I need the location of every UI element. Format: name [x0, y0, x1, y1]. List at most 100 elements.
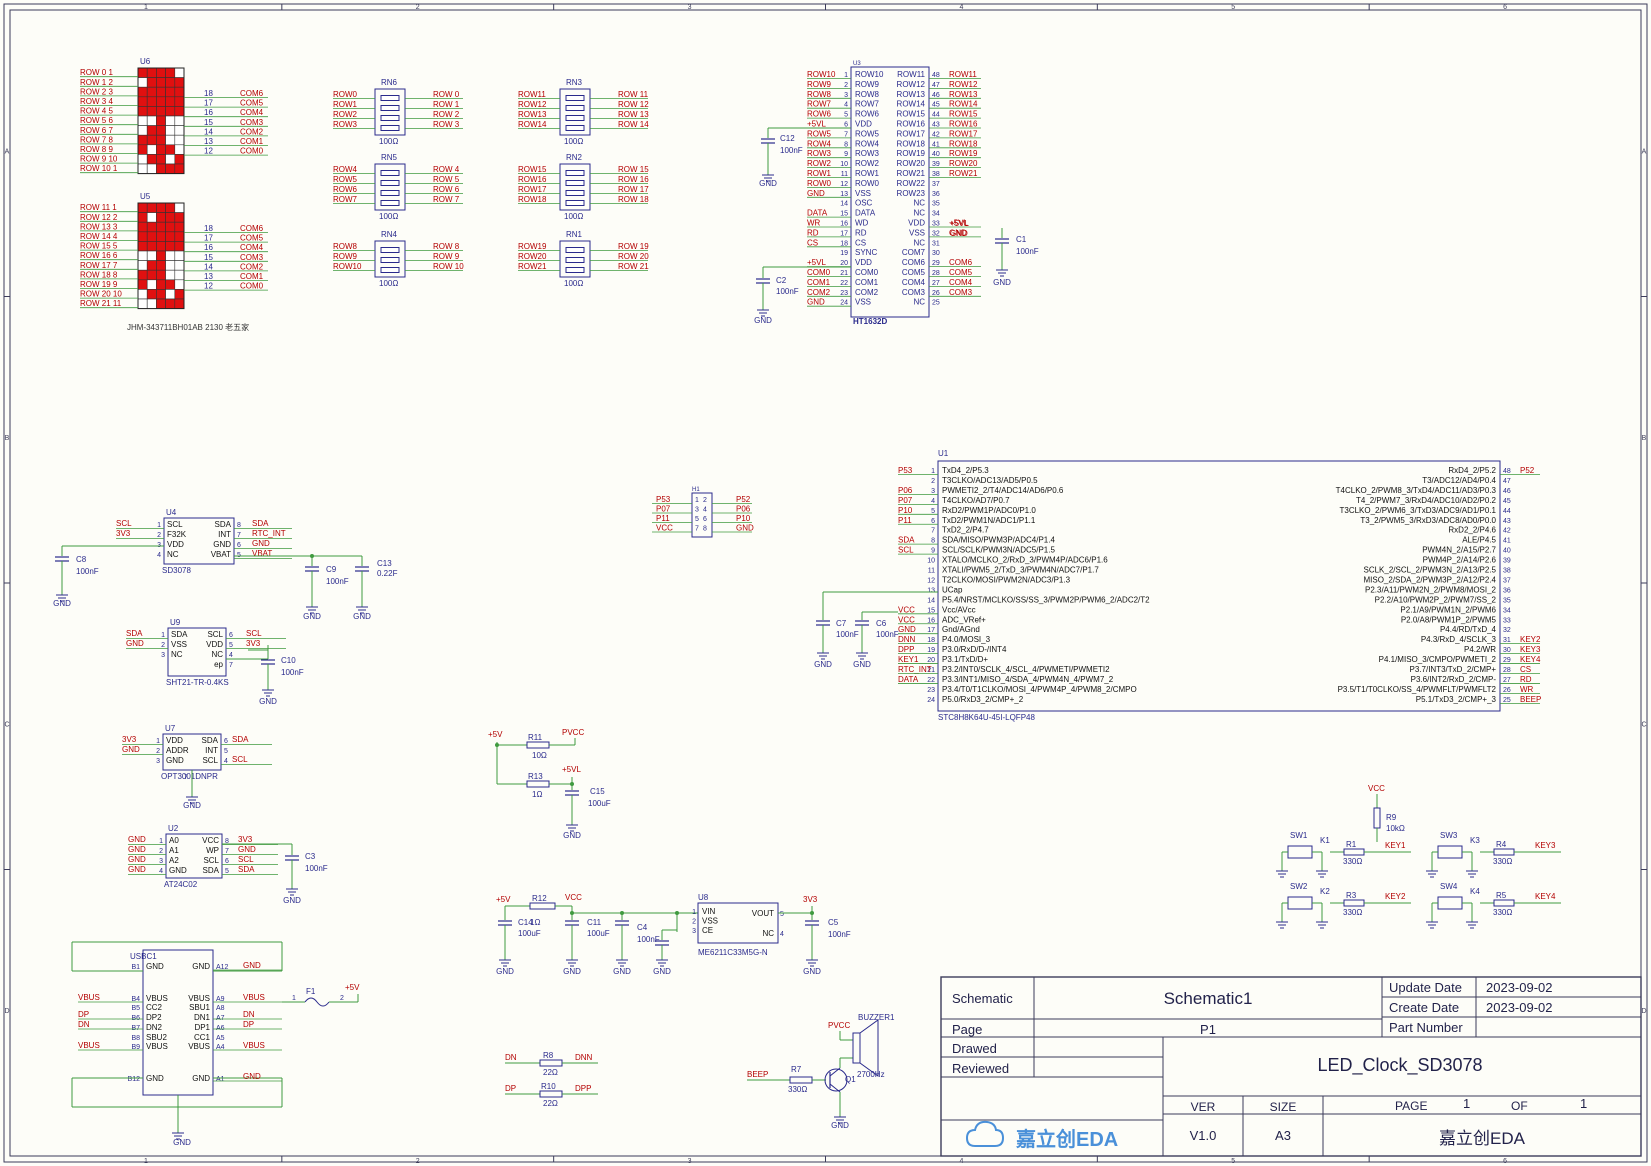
led-dot [146, 289, 157, 300]
r12-ref: R12 [532, 894, 547, 903]
tb-size-label: SIZE [1270, 1100, 1297, 1114]
ht1632-pin-name: ROW21 [897, 169, 926, 178]
ht1632-pin-name: ROW22 [897, 179, 926, 188]
rnet-resistor [565, 170, 585, 176]
sd3078-pin-name: GND [213, 540, 231, 549]
rnet-body [374, 240, 406, 278]
matrix-com-net: COM6 [240, 224, 264, 233]
at24c02-pin-name: WP [206, 846, 219, 855]
ldo-pin-num: 5 [780, 911, 784, 918]
ht1632-pin-num: 16 [840, 221, 848, 228]
at24c02-pin-num: 5 [225, 868, 229, 875]
ldo-pin-name: VSS [702, 917, 718, 926]
usb-pin-name: GND [146, 962, 164, 971]
mcu-pin-name: P3.4/T0/T1CLKO/MOSI_4/PWM4P_4/PWM8_2/CMP… [942, 685, 1137, 694]
mcu-pin-name: PWMETI2_2/T4/ADC14/AD6/P0.6 [942, 486, 1064, 495]
rnet-value: 100Ω [379, 279, 398, 288]
tb-eda-name: 嘉立创EDA [1439, 1129, 1526, 1148]
key-label: K2 [1320, 887, 1330, 896]
opt3001-pin-num: 5 [224, 748, 228, 755]
matrix-com-net: COM2 [240, 127, 264, 136]
rnet-left-net: ROW17 [518, 185, 547, 194]
ht1632-pin-num: 27 [932, 280, 940, 287]
matrix-row-net: ROW 11 1 [80, 203, 117, 212]
led-dot [146, 250, 157, 261]
opt3001-ref: U7 [165, 724, 176, 733]
usb-pin-num: A6 [216, 1025, 225, 1032]
frame-column-label: 6 [1503, 4, 1507, 11]
led-dot [146, 269, 157, 281]
led-dot [137, 241, 148, 252]
matrix-com-net: COM5 [240, 234, 264, 243]
matrix-row-net: ROW 10 1 [80, 164, 118, 173]
at24c02-pin-num: 4 [159, 868, 163, 875]
mcu-pin-num: 19 [927, 647, 935, 654]
ht1632-pin-num: 9 [844, 151, 848, 158]
tb-create-value: 2023-09-02 [1486, 1000, 1553, 1015]
sd3078-pin-num: 8 [237, 522, 241, 529]
led-dot [146, 221, 157, 233]
c9-value: 100nF [326, 577, 349, 586]
r10-ref: R10 [541, 1082, 556, 1091]
ht1632-pin-num: 44 [932, 112, 940, 119]
frame-row-label: B [5, 435, 10, 442]
usb-pin-num: B4 [131, 996, 140, 1003]
mcu-pin-num: 27 [1503, 677, 1511, 684]
tb-update-label: Update Date [1389, 980, 1462, 995]
tb-ver-label: VER [1191, 1100, 1216, 1114]
ht1632-pin-name: ROW9 [855, 80, 880, 89]
ht1632-pin-num: 29 [932, 260, 940, 267]
r11-value: 10Ω [532, 751, 547, 760]
ldo-pin-num: 4 [780, 931, 784, 938]
rnet-left-net: ROW13 [518, 110, 547, 119]
mcu-pin-name: P3.2/INT0/SCLK_4/SCL_4/PWMETI/PWMETI2 [942, 665, 1110, 674]
led-dot [174, 134, 185, 146]
ht1632-pin-name: SYNC [855, 248, 877, 257]
rnet-body [374, 163, 406, 211]
tb-logo-text: 嘉立创EDA [1015, 1127, 1118, 1151]
key-resistor-ref: R5 [1496, 891, 1507, 900]
sd3078-pin-num: 1 [157, 522, 161, 529]
ht1632-pin-name: ROW2 [855, 159, 880, 168]
led-dot [165, 289, 176, 300]
led-dot [174, 86, 185, 98]
ht1632-left-net: ROW0 [807, 179, 832, 188]
ht1632-pin-num: 15 [840, 211, 848, 218]
at24c02-left-net: GND [128, 855, 146, 864]
frame-column-label: 2 [416, 4, 420, 11]
tb-schematic-label: Schematic [952, 991, 1013, 1006]
ht1632-pin-name: ROW20 [897, 159, 926, 168]
ht1632-pin-num: 26 [932, 290, 940, 297]
at24c02-left-net: GND [128, 845, 146, 854]
ht1632-pin-name: ROW7 [855, 100, 880, 109]
net-5v: +5V [488, 730, 503, 739]
mcu-right-net: KEY4 [1520, 655, 1541, 664]
matrix-pin: 18 [204, 89, 213, 98]
usb-pin-num: B5 [131, 1005, 140, 1012]
rnet-right-net: ROW 17 [618, 185, 649, 194]
c8-value: 100nF [76, 567, 99, 576]
mcu-pin-num: 22 [927, 677, 935, 684]
mcu-pin-name: T3_2/PWM5_3/RxD3/ADC8/AD0/P0.0 [1360, 516, 1496, 525]
led-dot [156, 134, 166, 146]
led-dot [165, 241, 176, 252]
rnet-resistor [565, 105, 585, 111]
ht1632-pin-num: 13 [840, 191, 848, 198]
led-dot [156, 86, 166, 98]
matrix-com-net: COM4 [240, 108, 264, 117]
rnet-resistor [565, 95, 585, 101]
frame-row-label: C [4, 721, 9, 728]
led-dot [146, 279, 157, 290]
ht1632-left-net: ROW4 [807, 139, 832, 148]
ht1632-pin-name: RD [855, 228, 867, 237]
led-dot [174, 106, 185, 117]
led-dot [156, 77, 166, 88]
led-dot [156, 106, 166, 117]
frame-column-label: 1 [144, 1158, 148, 1165]
sd3078-pin-name: VDD [167, 540, 184, 549]
mcu-left-net: SDA [898, 536, 915, 545]
mcu-left-net: SCL [898, 546, 914, 555]
usb-pin-name: VBUS [146, 994, 168, 1003]
rnet-resistor [565, 190, 585, 196]
matrix-row-net: ROW 13 3 [80, 222, 118, 231]
